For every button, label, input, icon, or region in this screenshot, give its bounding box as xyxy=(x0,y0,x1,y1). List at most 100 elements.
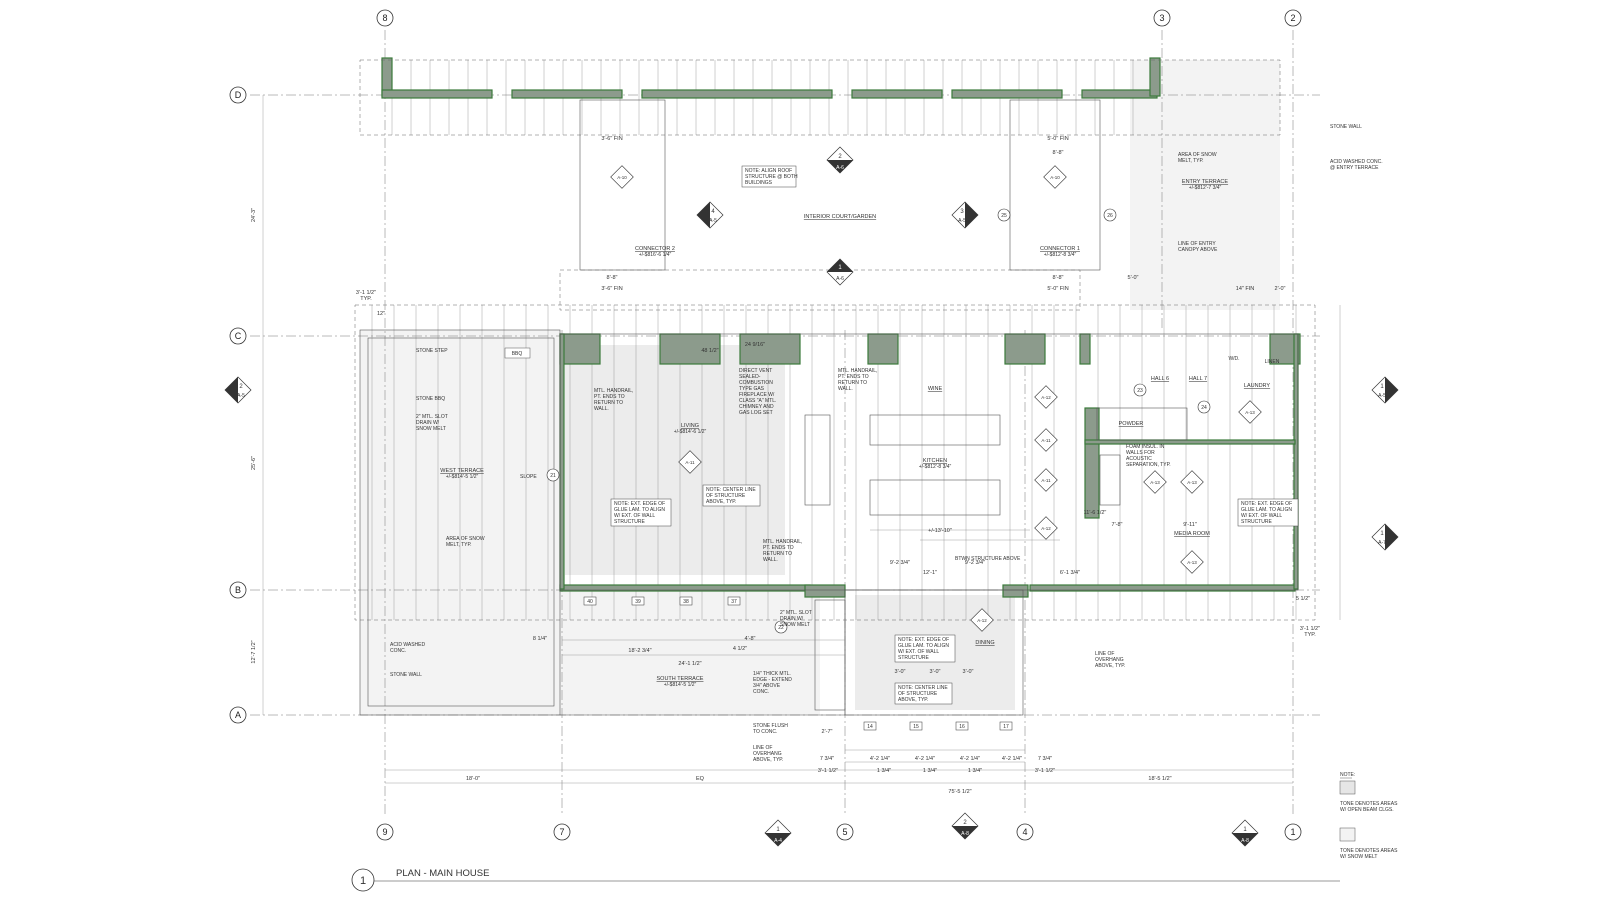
svg-text:2" MTL. SLOT: 2" MTL. SLOT xyxy=(780,610,812,616)
room-living-elev: +/-$814'-6 1/2" xyxy=(674,429,707,435)
room-wine: WINE xyxy=(928,386,943,392)
note-btwn-structure: BTWN STRUCTURE ABOVE xyxy=(955,556,1021,562)
room-outlines xyxy=(354,59,1316,716)
svg-text:NOTE: ALIGN ROOF: NOTE: ALIGN ROOF xyxy=(745,168,792,174)
svg-text:CANOPY ABOVE: CANOPY ABOVE xyxy=(1178,247,1218,253)
svg-text:A: A xyxy=(235,710,241,720)
svg-text:STRUCTURE: STRUCTURE xyxy=(1241,519,1272,525)
svg-text:16: 16 xyxy=(959,724,965,730)
svg-text:A-11: A-11 xyxy=(1041,478,1051,483)
svg-text:24: 24 xyxy=(1201,405,1207,411)
room-connector-2-elev: +/-$816'-6 1/4" xyxy=(639,252,672,258)
svg-text:A-12: A-12 xyxy=(1041,395,1051,400)
svg-text:D: D xyxy=(235,90,242,100)
dim-label: 3'-0" xyxy=(930,669,941,675)
svg-text:W/ SNOW MELT: W/ SNOW MELT xyxy=(1340,854,1377,860)
grid-bubble-row-D: D xyxy=(229,86,247,104)
dim-label: 4'-8" xyxy=(745,636,756,642)
dim-label: 24'-3" xyxy=(251,208,257,222)
svg-text:WALL.: WALL. xyxy=(763,557,778,563)
svg-text:4: 4 xyxy=(711,209,715,215)
room-media: MEDIA ROOM xyxy=(1174,531,1210,537)
dim-label: 4 1/2" xyxy=(733,646,747,652)
svg-text:OF STRUCTURE: OF STRUCTURE xyxy=(898,691,938,697)
svg-text:A-13: A-13 xyxy=(1245,410,1255,415)
svg-text:ACID WASHED: ACID WASHED xyxy=(390,642,425,648)
svg-text:38: 38 xyxy=(683,599,689,605)
dim-label: 14" FIN xyxy=(1236,286,1254,292)
svg-text:37: 37 xyxy=(731,599,737,605)
svg-text:A-13: A-13 xyxy=(1187,560,1197,565)
section-marker: 1A-8 xyxy=(1231,819,1259,847)
window-tag: 37 xyxy=(727,596,741,606)
dim-label: 3'-1 1/2" xyxy=(818,768,838,774)
room-interior-court: INTERIOR COURT/GARDEN xyxy=(804,214,876,220)
drawing-title: 1 PLAN - MAIN HOUSE xyxy=(351,868,1340,892)
svg-text:ABOVE, TYP.: ABOVE, TYP. xyxy=(706,499,736,505)
dim-label: 11'-6 1/2" xyxy=(1084,510,1107,516)
svg-text:5: 5 xyxy=(842,827,847,837)
dim-label: 8'-8" xyxy=(1053,275,1064,281)
svg-text:STONE STEP: STONE STEP xyxy=(416,348,448,354)
svg-text:15: 15 xyxy=(913,724,919,730)
svg-text:CHIMNEY AND: CHIMNEY AND xyxy=(739,404,774,410)
room-hall-7: HALL 7 xyxy=(1189,376,1207,382)
svg-text:WALL.: WALL. xyxy=(838,386,853,392)
dim-label: 9'-2 3/4" xyxy=(890,560,910,566)
dim-label: 6'-1 3/4" xyxy=(1060,570,1080,576)
svg-text:A-5: A-5 xyxy=(237,393,245,399)
svg-text:MTL. HANDRAIL,: MTL. HANDRAIL, xyxy=(594,388,633,394)
svg-text:A-13: A-13 xyxy=(1150,480,1160,485)
svg-text:21: 21 xyxy=(550,473,556,479)
room-linen: LINEN xyxy=(1265,359,1280,365)
svg-text:EDGE - EXTEND: EDGE - EXTEND xyxy=(753,677,792,683)
svg-text:CONC.: CONC. xyxy=(753,689,769,695)
elevation-marker: A-12 xyxy=(1034,516,1058,540)
dim-label: +/-13'-10" xyxy=(928,528,952,534)
svg-text:ABOVE, TYP.: ABOVE, TYP. xyxy=(898,697,928,703)
section-marker: 1A-5 xyxy=(1371,376,1399,404)
room-living: LIVING xyxy=(681,423,699,429)
room-west-terrace: WEST TERRACE xyxy=(440,468,484,474)
svg-text:40: 40 xyxy=(587,599,593,605)
svg-text:1: 1 xyxy=(1380,384,1384,390)
svg-text:SNOW MELT: SNOW MELT xyxy=(780,622,810,628)
dim-label: 7 3/4" xyxy=(820,756,834,762)
dim-label: 48 1/2" xyxy=(701,348,718,354)
svg-text:1: 1 xyxy=(776,827,780,833)
window-tag: 15 xyxy=(909,721,923,731)
svg-text:A-7: A-7 xyxy=(1378,540,1386,546)
svg-text:A-10: A-10 xyxy=(1050,175,1060,180)
room-west-terrace-elev: +/-$814'-5 1/2" xyxy=(446,474,479,480)
svg-text:NOTE: EXT. EDGE OF: NOTE: EXT. EDGE OF xyxy=(1241,501,1292,507)
svg-text:SEALED-: SEALED- xyxy=(739,374,761,380)
dim-label: 8'-8" xyxy=(1053,150,1064,156)
svg-text:W/ EXT. OF WALL: W/ EXT. OF WALL xyxy=(898,649,939,655)
grid-bubble-bottom-7: 7 xyxy=(553,823,571,841)
elevation-markers: A-10 A-10 A-11 A-12 A-11 A-11 A-12 A-13 … xyxy=(610,165,1262,632)
room-kitchen: KITCHEN xyxy=(923,458,947,464)
svg-text:A-12: A-12 xyxy=(977,618,987,623)
room-entry-terrace: ENTRY TERRACE xyxy=(1182,179,1228,185)
section-marker: 1A-6 xyxy=(826,258,854,286)
svg-text:TO CONC.: TO CONC. xyxy=(753,729,777,735)
svg-text:PT. ENDS TO: PT. ENDS TO xyxy=(594,394,625,400)
elevation-marker: A-11 xyxy=(1034,428,1058,452)
svg-text:FOAM INSUL. IN: FOAM INSUL. IN xyxy=(1126,444,1165,450)
drawing-number-bubble xyxy=(351,868,375,892)
svg-text:AREA OF SNOW: AREA OF SNOW xyxy=(446,536,485,542)
section-marker: 1A-7 xyxy=(1371,523,1399,551)
dim-label: 5 1/2" xyxy=(1296,596,1310,602)
svg-text:PT. ENDS TO: PT. ENDS TO xyxy=(838,374,869,380)
svg-text:OVERHANG: OVERHANG xyxy=(1095,657,1124,663)
svg-text:A-6: A-6 xyxy=(836,165,844,171)
